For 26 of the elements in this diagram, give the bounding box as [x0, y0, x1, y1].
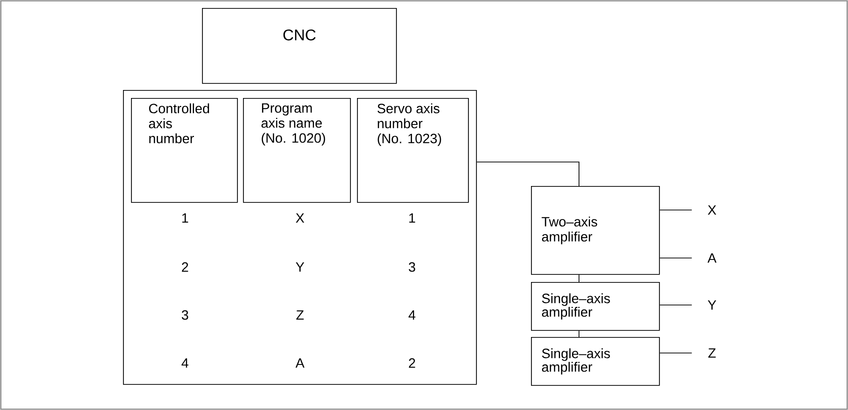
table-cell: 4	[408, 310, 416, 320]
table-frame	[123, 90, 477, 385]
cnc-box: CNC	[202, 8, 397, 84]
table-cell: 3	[408, 262, 416, 272]
amplifier-box: Single–axis amplifier	[531, 337, 660, 386]
header-box: Controlled axis number	[131, 98, 238, 203]
axis-label: X	[708, 205, 716, 215]
table-cell: 2	[182, 262, 188, 272]
table-cell: Z	[296, 310, 304, 320]
connector-line	[659, 352, 692, 354]
table-cell: 3	[182, 310, 188, 320]
connector-line	[578, 330, 580, 338]
table-cell: 4	[182, 358, 188, 368]
connector-line	[578, 274, 580, 282]
header-box: Servo axis number (No. 1023)	[357, 98, 469, 203]
header-box: Program axis name (No. 1020)	[243, 98, 351, 203]
axis-label: A	[708, 253, 716, 263]
axis-label: Z	[708, 348, 716, 358]
table-cell: Y	[296, 262, 304, 272]
axis-label: Y	[708, 300, 716, 310]
table-cell: 2	[408, 358, 416, 368]
amplifier-box: Single–axis amplifier	[531, 282, 660, 331]
connector-line	[659, 304, 692, 306]
amplifier-box: Two–axis amplifier	[531, 186, 660, 275]
connector-line	[476, 162, 580, 186]
table-cell: A	[296, 358, 304, 368]
